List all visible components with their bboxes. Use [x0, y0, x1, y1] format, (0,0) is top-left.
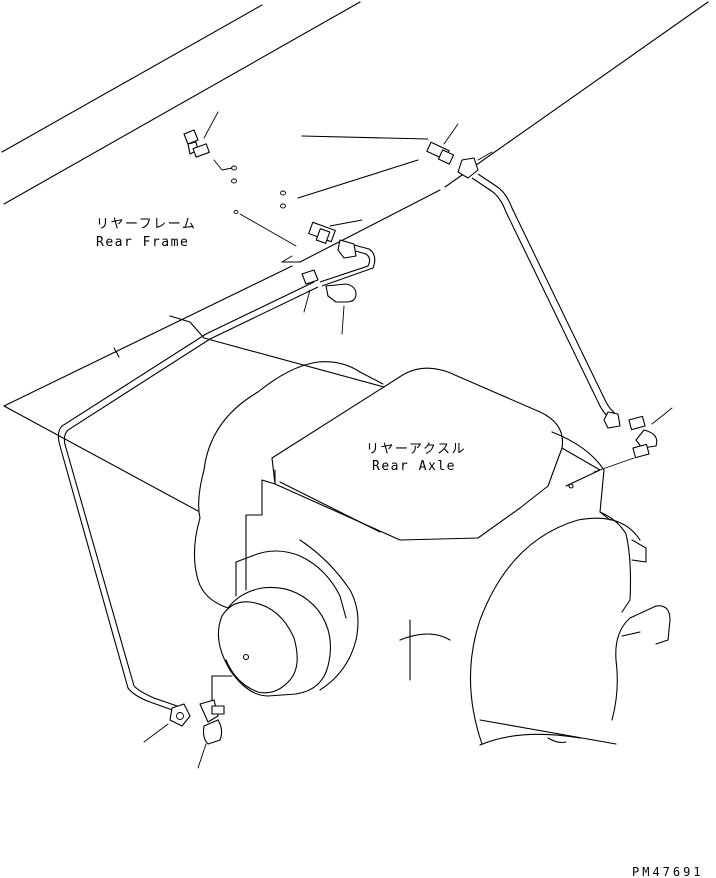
right-brake-pipe [471, 173, 619, 421]
clamp-bolt [301, 269, 357, 335]
elbow-fitting-right [593, 407, 673, 473]
rear-frame-label-jp: リヤーフレーム [96, 217, 196, 232]
middle-short-pipe [319, 244, 376, 287]
rear-axle-label-en: Rear Axle [372, 459, 456, 474]
elbow-fitting-bottom [197, 699, 225, 769]
nut-fitting-bottom-left [143, 703, 191, 743]
left-brake-pipe [57, 281, 319, 713]
union-fitting-middle [308, 219, 363, 259]
union-fitting-top-right [426, 123, 493, 179]
clip-parts-top [213, 159, 301, 263]
rear-axle-housing [193, 361, 671, 746]
rear-axle-label-jp: リヤーアクスル [366, 442, 466, 457]
rear-frame-label-en: Rear Frame [96, 235, 189, 250]
elbow-fitting-top-left [183, 111, 219, 158]
drawing-code: PM47691 [632, 865, 704, 878]
rear-frame-outline [1, 1, 709, 512]
